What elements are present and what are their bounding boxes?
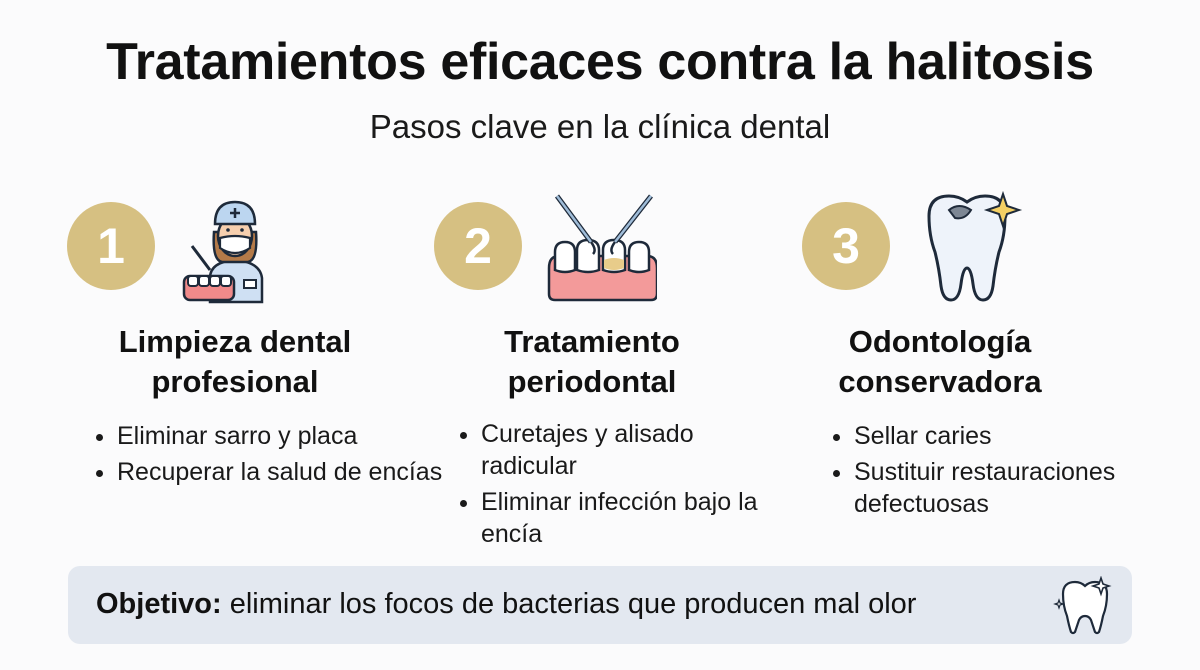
step-heading-line: Limpieza dental <box>118 324 352 359</box>
step-heading: Tratamiento periodontal <box>412 322 772 402</box>
goal-description: eliminar los focos de bacterias que prod… <box>221 588 917 620</box>
step-heading-line: profesional <box>151 364 319 399</box>
page-subtitle: Pasos clave en la clínica dental <box>369 108 831 145</box>
step-1: 1 Limpieza dental profesional Eliminar s… <box>55 190 442 550</box>
step-bullet-list: Curetajes y alisado radicular Eliminar i… <box>457 418 781 554</box>
step-heading-line: Odontología <box>848 324 1032 359</box>
list-item: Eliminar sarro y placa <box>117 420 447 452</box>
step-heading: Limpieza dental profesional <box>55 322 415 402</box>
list-item: Recuperar la salud de encías <box>117 456 447 488</box>
step-heading-line: conservadora <box>838 364 1042 399</box>
dentist-icon <box>182 200 264 304</box>
goal-text: Objetivo: eliminar los focos de bacteria… <box>96 588 916 621</box>
step-heading-line: Tratamiento <box>504 324 680 359</box>
step-2: 2 Tratamiento periodontal Curetajes y al… <box>422 190 782 550</box>
clean-tooth-icon <box>1053 576 1112 635</box>
step-bullet-list: Sellar caries Sustituir restauraciones d… <box>830 420 1184 524</box>
step-bullet-list: Eliminar sarro y placa Recuperar la salu… <box>93 420 447 492</box>
goal-banner: Objetivo: eliminar los focos de bacteria… <box>68 566 1132 644</box>
step-heading: Odontología conservadora <box>760 322 1120 402</box>
list-item: Sustituir restauraciones defectuosas <box>854 456 1184 520</box>
list-item: Eliminar infección bajo la encía <box>481 486 781 550</box>
list-item: Sellar caries <box>854 420 1184 452</box>
goal-label: Objetivo: <box>96 588 222 620</box>
list-item: Curetajes y alisado radicular <box>481 418 781 482</box>
step-number-badge: 3 <box>802 202 890 290</box>
page-title: Tratamientos eficaces contra la halitosi… <box>106 33 1094 91</box>
periodontal-tools-icon <box>547 194 657 302</box>
step-3: 3 Odontología conservadora Sellar caries… <box>790 190 1150 550</box>
step-number-badge: 2 <box>434 202 522 290</box>
step-number-badge: 1 <box>67 202 155 290</box>
sparkling-tooth-icon <box>927 190 1023 302</box>
step-heading-line: periodontal <box>507 364 677 399</box>
